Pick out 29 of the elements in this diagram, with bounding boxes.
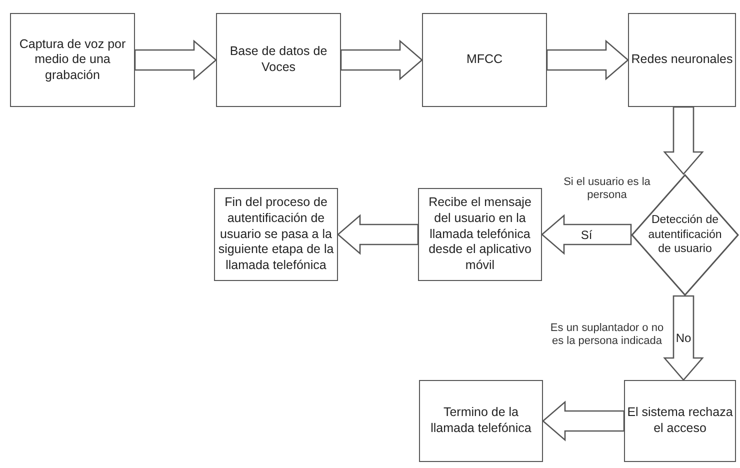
- block-arrow: [541, 214, 632, 255]
- process-box: [216, 13, 341, 107]
- block-arrow: [340, 40, 423, 80]
- node-text: Recibe el mensaje del usuario en la llamada telefónica desde el aplicativo móvil: [428, 194, 532, 274]
- process-box: [214, 188, 338, 281]
- process-box: [624, 380, 736, 462]
- node-text: Termino de la llamada telefónica: [430, 404, 532, 437]
- node-text: Redes neuronales: [630, 51, 734, 68]
- block-arrow: [337, 214, 419, 255]
- process-box: [419, 380, 543, 462]
- condition-note: Si el usuario es la persona: [562, 176, 652, 202]
- node-text: Detección de autentificación de usuario: [647, 213, 723, 258]
- process-box: [418, 188, 542, 281]
- block-arrow: [663, 106, 704, 175]
- block-arrow: [542, 400, 625, 442]
- block-arrow: [546, 40, 629, 80]
- node-text: Captura de voz por medio de una grabación: [18, 36, 127, 84]
- node-text: El sistema rechaza el acceso: [626, 404, 734, 437]
- process-box: [10, 13, 135, 107]
- edge-label: No: [676, 331, 692, 345]
- node-text: MFCC: [465, 51, 504, 68]
- edge-label: Sí: [580, 228, 592, 242]
- node-text: Base de datos de Voces: [228, 43, 328, 76]
- process-box: [422, 13, 547, 107]
- node-text: Fin del proceso de autentificación de usuario se pasa a la siguiente etapa de la llamada telefónica: [217, 194, 335, 274]
- block-arrow: [663, 295, 704, 381]
- process-box: [628, 13, 736, 107]
- condition-note: Es un suplantador o no es la persona indicada: [549, 322, 665, 348]
- block-arrow: [134, 40, 217, 80]
